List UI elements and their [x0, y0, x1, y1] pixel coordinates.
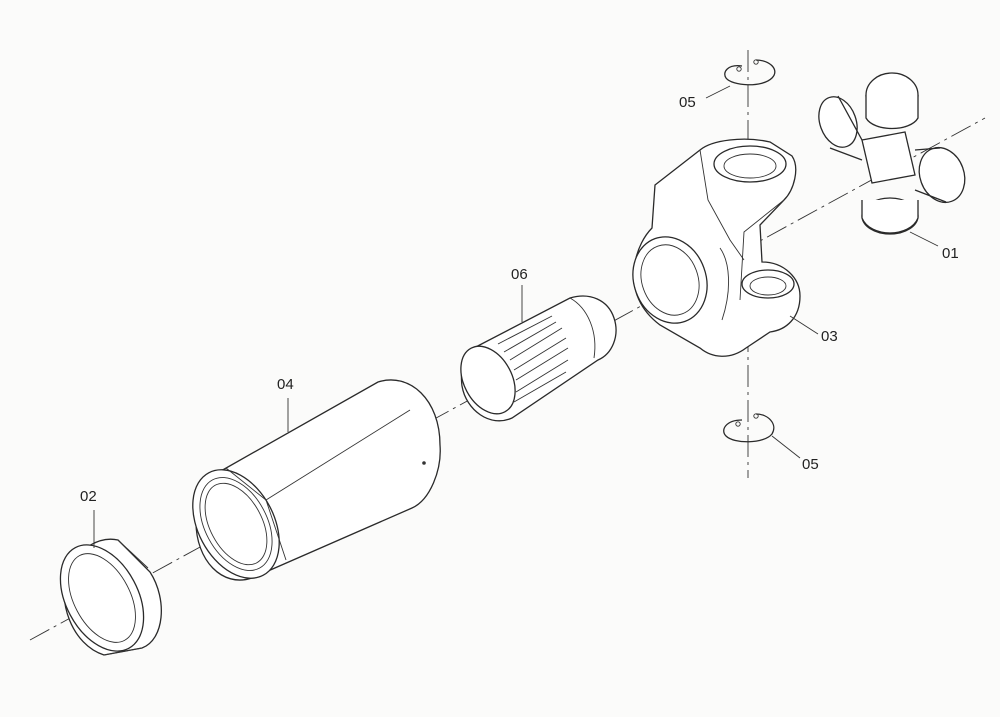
callout-04: 04	[277, 376, 294, 393]
part-05-snap-ring-top	[724, 59, 776, 86]
callout-02: 02	[80, 488, 97, 505]
part-03-yoke	[632, 138, 801, 357]
callout-05-top: 05	[679, 94, 696, 111]
leader-lines	[93, 85, 939, 548]
part-05-snap-ring-bottom	[723, 413, 775, 443]
part-02-ring	[59, 538, 162, 656]
callout-03: 03	[821, 328, 838, 345]
part-06-splined-shaft	[460, 295, 617, 422]
callout-01: 01	[942, 245, 959, 262]
part-04-sleeve	[192, 379, 441, 581]
part-01-cross	[818, 72, 966, 235]
callout-06: 06	[511, 266, 528, 283]
callout-05-bottom: 05	[802, 456, 819, 473]
